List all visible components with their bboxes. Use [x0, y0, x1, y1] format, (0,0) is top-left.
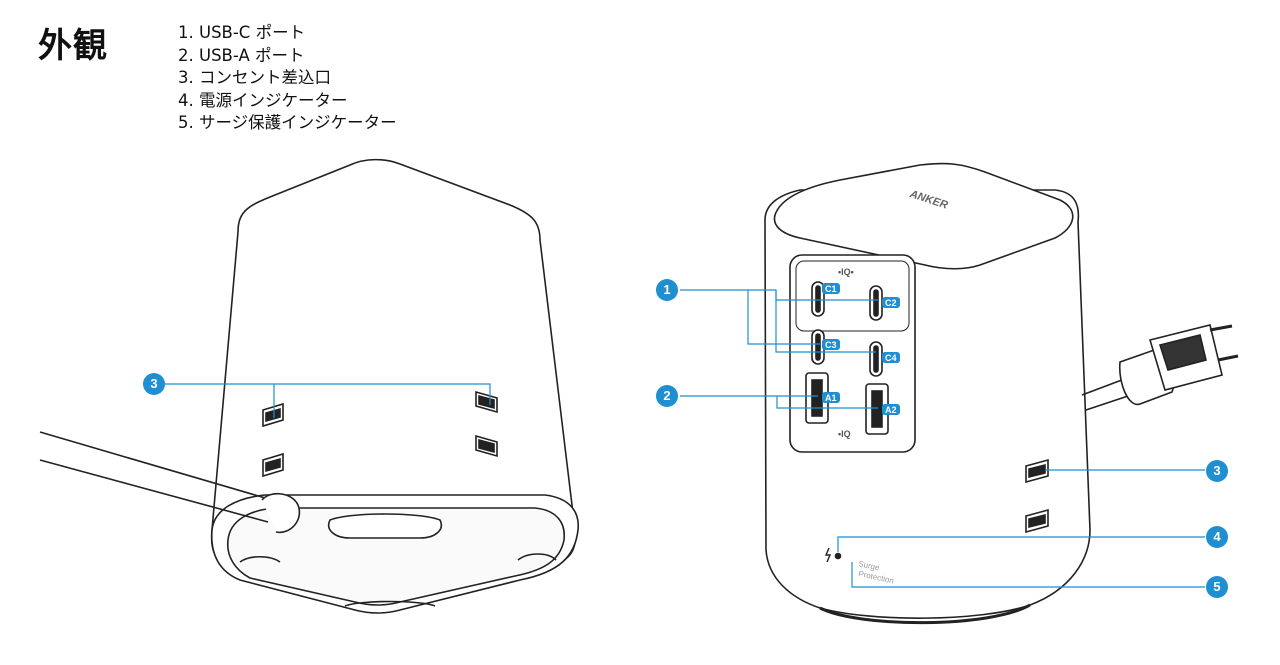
back-view	[39, 158, 579, 614]
iq-bottom-label: •IQ	[838, 429, 851, 439]
legend-item-usb-a: 2. USB-A ポート	[178, 45, 305, 65]
legend-item-power-indicator: 4. 電源インジケーター	[178, 90, 348, 110]
back-view-leader-lines	[165, 383, 491, 418]
page-title: 外観	[38, 26, 108, 66]
legend-list: 1. USB-C ポート 2. USB-A ポート 3. コンセント差込口 4.…	[178, 22, 397, 135]
legend-item-outlet: 3. コンセント差込口	[178, 68, 331, 87]
iq-top-label: •IQ•	[838, 267, 854, 277]
legend-item-surge-indicator: 5. サージ保護インジケーター	[178, 113, 397, 132]
port-badge-a2: A2	[885, 405, 897, 415]
port-badge-c1: C1	[825, 284, 837, 294]
callout-1: 1	[656, 279, 678, 301]
port-badge-c4: C4	[885, 353, 897, 363]
port-badge-a1: A1	[825, 393, 837, 403]
port-badges: C1 C2 C3 C4 A1 A2	[822, 283, 900, 415]
callout-5: 5	[1206, 576, 1228, 598]
front-view-leader-lines	[680, 289, 1205, 588]
port-badge-c2: C2	[885, 298, 897, 308]
port-badge-c3: C3	[825, 340, 837, 350]
legend-item-usb-c: 1. USB-C ポート	[178, 23, 306, 42]
callout-4: 4	[1206, 526, 1228, 548]
callout-2: 2	[656, 385, 678, 407]
front-view	[764, 162, 1239, 625]
callout-3-right: 3	[1206, 460, 1228, 482]
surge-label-line1: Surge	[858, 559, 881, 572]
callout-3-left: 3	[143, 373, 165, 395]
